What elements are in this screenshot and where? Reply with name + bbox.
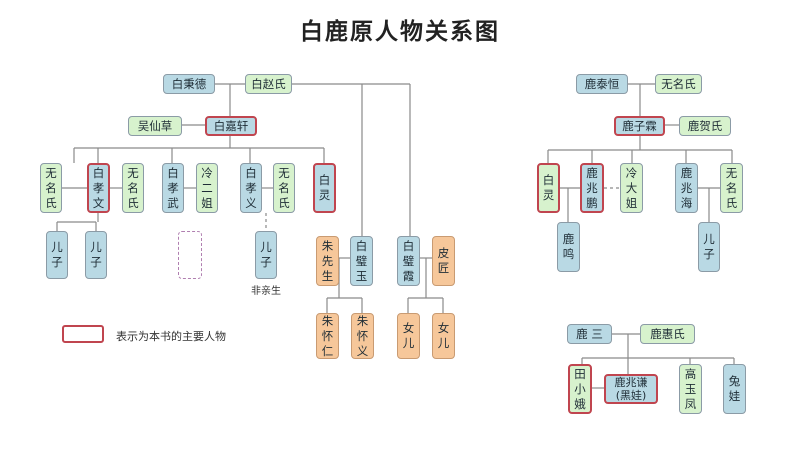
node-erzi-3: 儿子 xyxy=(255,231,277,279)
node-lu-zhaohai: 鹿兆海 xyxy=(675,163,698,213)
node-bai-xiaoyi: 白孝义 xyxy=(240,163,262,213)
node-leng-erjie: 冷二姐 xyxy=(196,163,218,213)
node-nv-er-1: 女儿 xyxy=(397,313,420,359)
node-lu-zhaopeng: 鹿兆鹏 xyxy=(580,163,604,213)
node-leng-dajie: 冷大姐 xyxy=(620,163,643,213)
node-gao-yufeng: 高玉凤 xyxy=(679,364,702,414)
node-wumingshi-5: 无名氏 xyxy=(720,163,743,213)
node-wu-xiancao: 吴仙草 xyxy=(128,116,182,136)
node-wumingshi-3: 无名氏 xyxy=(273,163,295,213)
node-bai-xiaowu: 白孝武 xyxy=(162,163,184,213)
node-pi-jiang: 皮匠 xyxy=(432,236,455,286)
node-nv-er-2: 女儿 xyxy=(432,313,455,359)
node-bai-ling-2: 白灵 xyxy=(537,163,560,213)
node-wumingshi-1: 无名氏 xyxy=(40,163,62,213)
node-lu-zhaoqian: 鹿兆谦 (黑娃) xyxy=(604,374,658,404)
node-lu-zilin: 鹿子霖 xyxy=(614,116,665,136)
node-erzi-1: 儿子 xyxy=(46,231,68,279)
page-title: 白鹿原人物关系图 xyxy=(300,18,500,45)
node-bai-xiaowen: 白孝文 xyxy=(87,163,110,213)
node-erzi-2: 儿子 xyxy=(85,231,107,279)
node-bai-biyu: 白璧玉 xyxy=(350,236,373,286)
node-zhu-huaiyi: 朱怀义 xyxy=(351,313,374,359)
node-erzi-4: 儿子 xyxy=(698,222,720,272)
node-wumingshi-2: 无名氏 xyxy=(122,163,144,213)
node-tian-xiaoe: 田小娥 xyxy=(568,364,592,414)
node-bai-bingde: 白秉德 xyxy=(163,74,215,94)
legend-swatch xyxy=(62,325,104,343)
node-bai-ling: 白灵 xyxy=(313,163,336,213)
node-tu-wa: 兔娃 xyxy=(723,364,746,414)
node-lu-huishi: 鹿惠氏 xyxy=(640,324,695,344)
node-bai-bixia: 白璧霞 xyxy=(397,236,420,286)
node-bai-jiaxuan: 白嘉轩 xyxy=(205,116,257,136)
node-wumingshi-4: 无名氏 xyxy=(655,74,702,94)
adoption-note: 非亲生 xyxy=(251,286,281,297)
legend-label: 表示为本书的主要人物 xyxy=(116,330,226,343)
node-lu-taiheng: 鹿泰恒 xyxy=(576,74,628,94)
node-lu-san: 鹿 三 xyxy=(567,324,612,344)
node-lu-heshi: 鹿贺氏 xyxy=(679,116,731,136)
node-lu-ming: 鹿鸣 xyxy=(557,222,580,272)
node-zhu-huairen: 朱怀仁 xyxy=(316,313,339,359)
node-bai-zhaoshi: 白赵氏 xyxy=(245,74,292,94)
node-zhu-xiansheng: 朱先生 xyxy=(316,236,339,286)
node-placeholder-dashed xyxy=(178,231,202,279)
